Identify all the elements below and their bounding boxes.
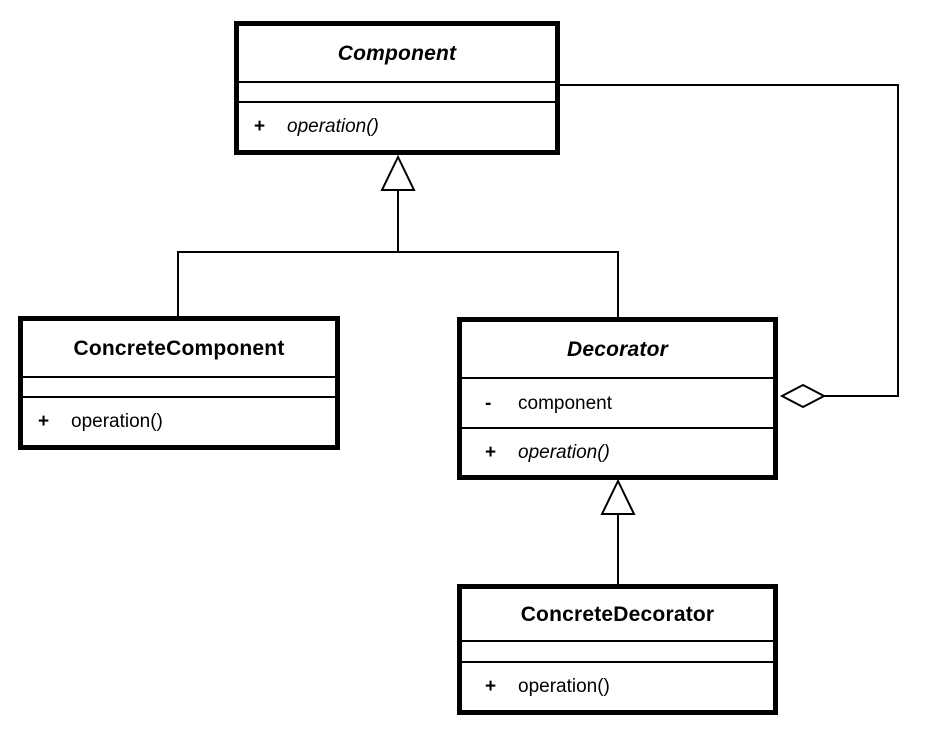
- attribute-row: - component: [462, 394, 773, 413]
- operation-row: + operation(): [239, 117, 555, 136]
- attributes-compartment-decorator: - component: [462, 377, 773, 427]
- aggregation-line: [560, 84, 899, 397]
- operations-compartment-component: + operation(): [239, 101, 555, 150]
- class-box-component: Component + operation(): [234, 21, 560, 155]
- class-title-concrete-component: ConcreteComponent: [73, 336, 285, 360]
- visibility-sign: -: [485, 392, 492, 414]
- class-title-component: Component: [337, 41, 457, 65]
- class-title-concrete-decorator: ConcreteDecorator: [520, 602, 715, 626]
- attributes-compartment-concrete-component: [23, 376, 335, 396]
- operations-compartment-decorator: + operation(): [462, 427, 773, 475]
- operation-signature: operation(): [71, 411, 163, 432]
- operation-row: + operation(): [462, 443, 773, 462]
- class-box-decorator: Decorator - component + operation(): [457, 317, 778, 480]
- visibility-sign: +: [254, 116, 266, 137]
- attribute-name: component: [518, 392, 613, 414]
- operation-row: + operation(): [23, 412, 335, 431]
- attributes-compartment-concrete-decorator: [462, 640, 773, 661]
- generalization-triangle-component: [380, 154, 416, 191]
- class-box-concrete-decorator: ConcreteDecorator + operation(): [457, 584, 778, 715]
- operations-compartment-concrete-decorator: + operation(): [462, 661, 773, 710]
- visibility-sign: +: [485, 441, 497, 463]
- visibility-sign: +: [485, 676, 497, 697]
- class-title-decorator: Decorator: [567, 337, 668, 361]
- class-box-concrete-component: ConcreteComponent + operation(): [18, 316, 340, 450]
- generalization-triangle-decorator: [600, 478, 636, 515]
- operation-row: + operation(): [462, 677, 773, 696]
- operation-signature: operation(): [518, 676, 610, 697]
- attributes-compartment-component: [239, 81, 555, 101]
- operation-signature: operation(): [518, 441, 610, 463]
- generalization-branch-line: [177, 251, 619, 317]
- operation-signature: operation(): [287, 116, 379, 137]
- visibility-sign: +: [38, 411, 50, 432]
- operations-compartment-concrete-component: + operation(): [23, 396, 335, 445]
- aggregation-diamond-icon: [779, 383, 827, 409]
